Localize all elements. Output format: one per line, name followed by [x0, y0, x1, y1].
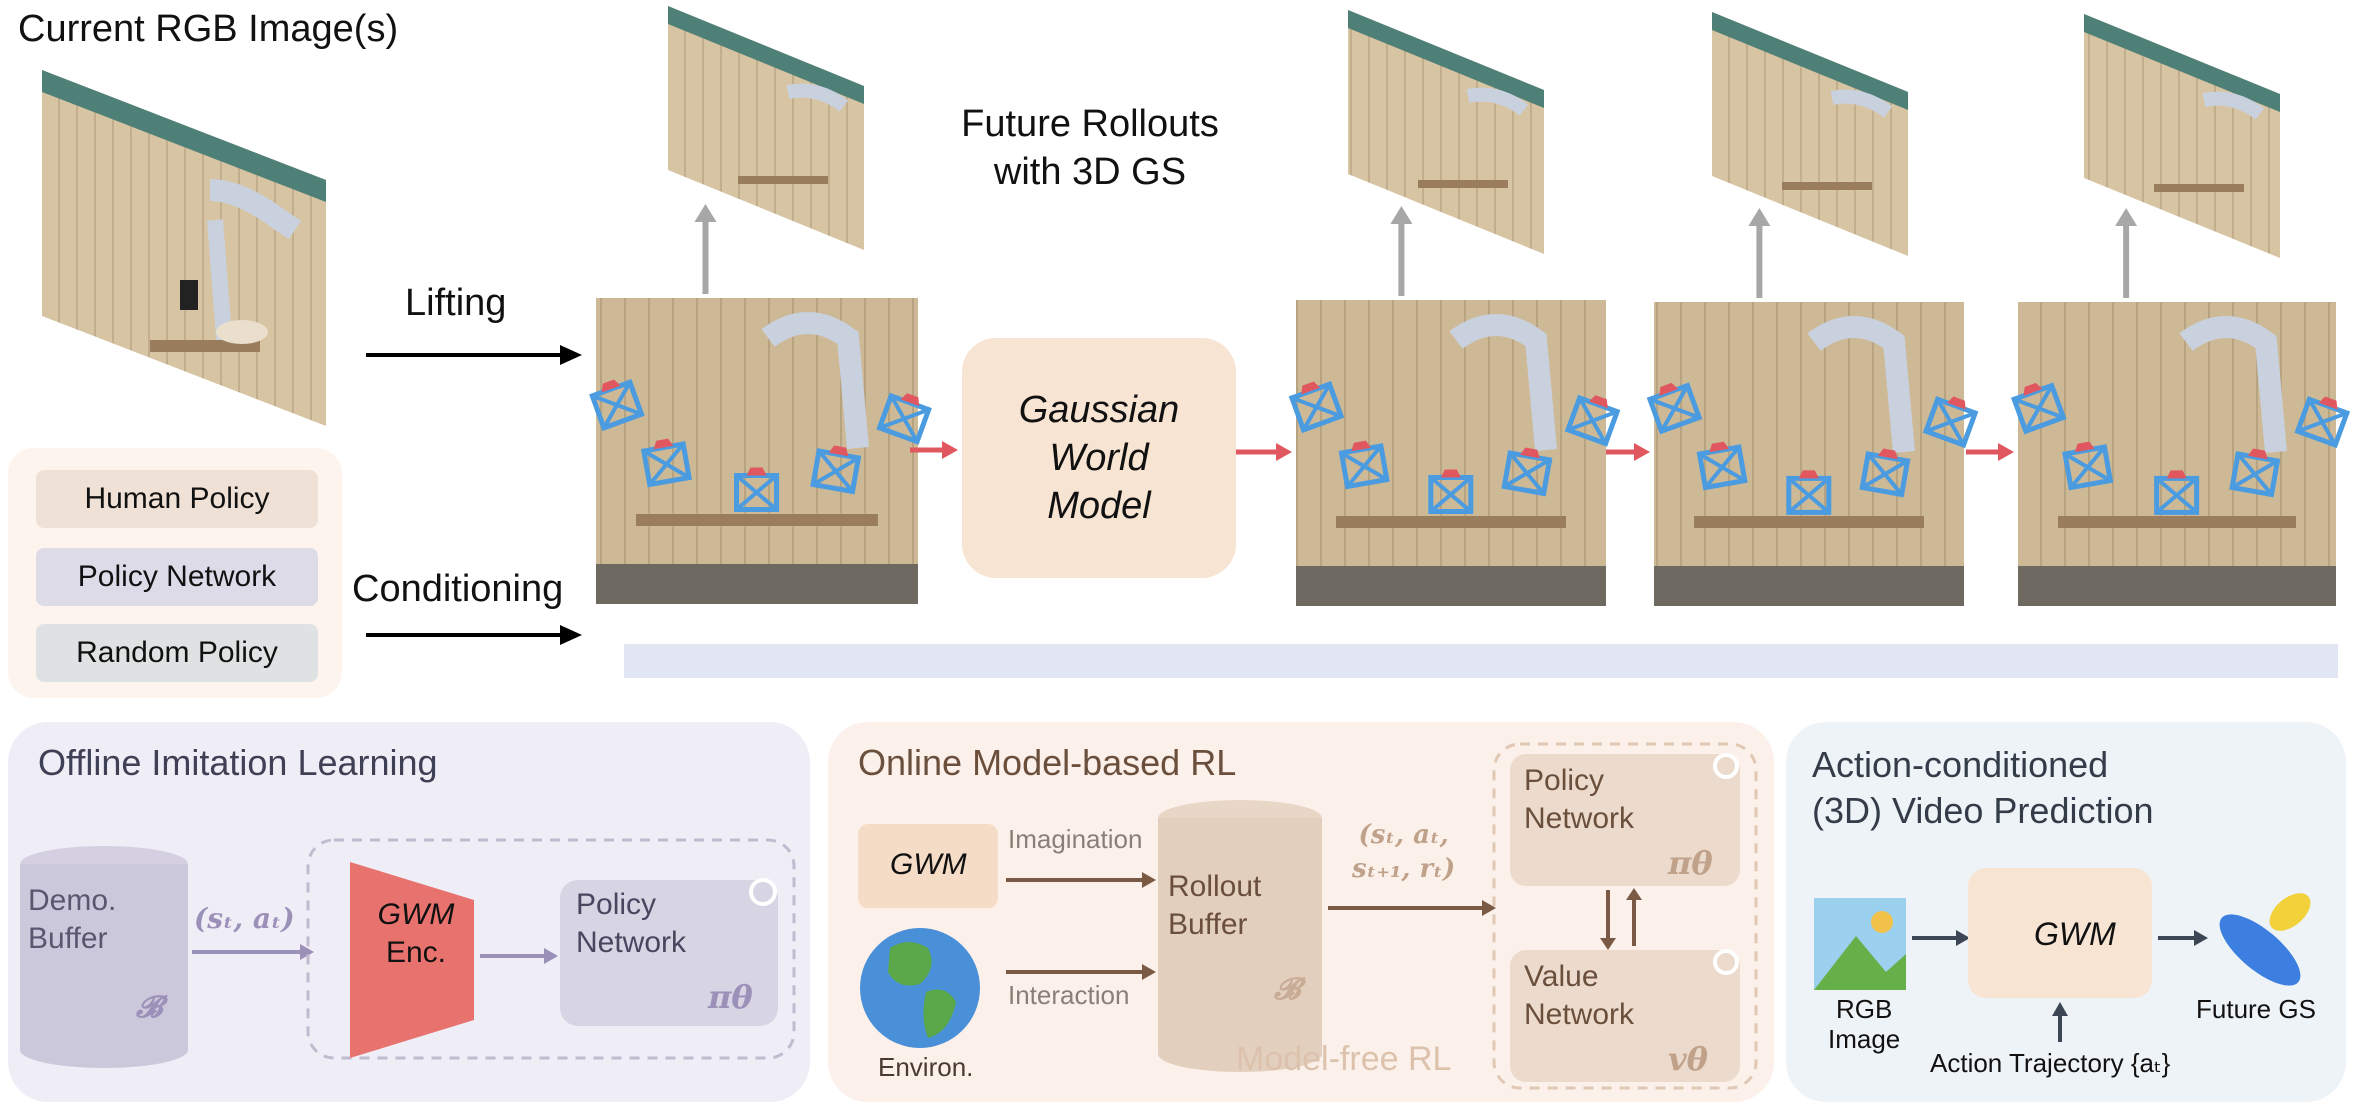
offline-policy-symbol: πθ	[708, 978, 753, 1016]
future-thumbnail-4	[2084, 14, 2280, 258]
lifting-arrow	[366, 345, 582, 365]
future-thumbnail-1	[668, 6, 864, 250]
value-network-label: Value Network	[1524, 960, 1635, 1031]
online-gwm-label: GWM	[890, 848, 967, 881]
panel-online-rl: Online Model-based RL GWM Imagination In…	[828, 722, 1774, 1102]
rollout-scene-1	[590, 204, 932, 604]
input-rgb-image	[42, 70, 326, 426]
video-gwm-label: GWM	[2034, 916, 2116, 952]
gaussian-world-model-box: Gaussian World Model	[962, 338, 1236, 578]
rollout-scene-3	[1647, 208, 1978, 606]
timeline-bar	[624, 644, 2338, 678]
rollout-buffer-symbol: 𝓑	[1274, 972, 1301, 1007]
model-free-label: Model-free RL	[1236, 1040, 1452, 1078]
rollout-buffer-label: Rollout Buffer	[1168, 870, 1262, 941]
value-network-symbol: vθ	[1668, 1040, 1708, 1078]
demo-buffer-label: Demo. Buffer	[28, 884, 117, 955]
conditioning-label: Conditioning	[352, 568, 564, 610]
legend-human-policy: Human Policy	[36, 470, 318, 528]
video-graphics	[1814, 868, 2311, 1042]
panel-video-title: Action-conditioned (3D) Video Prediction	[1812, 744, 2154, 831]
online-edge-label: (sₜ, aₜ, sₜ₊₁, rₜ)	[1352, 820, 1456, 884]
legend-policy-network: Policy Network	[36, 548, 318, 606]
rollout-scene-2	[1289, 206, 1620, 606]
environ-label: Environ.	[878, 1052, 974, 1082]
future-thumbnail-2	[1348, 10, 1544, 254]
panel-offline-title: Offline Imitation Learning	[38, 742, 438, 783]
panel-offline-imitation: Offline Imitation Learning Demo. Buffer …	[8, 722, 810, 1102]
rollout-scene-4	[2011, 208, 2349, 606]
future-rollouts-label: Future Rollouts with 3D GS	[961, 103, 1219, 193]
page-title: Current RGB Image(s)	[18, 8, 399, 50]
rollout-scenes	[0, 204, 2354, 606]
online-graphics	[858, 742, 1758, 1090]
panel-video-prediction: Action-conditioned (3D) Video Prediction…	[1786, 722, 2346, 1102]
panel-online-title: Online Model-based RL	[858, 742, 1237, 783]
online-policy-symbol: πθ	[1668, 844, 1713, 882]
future-thumbnails	[668, 6, 2280, 258]
action-trajectory-label: Action Trajectory {aₜ}	[1930, 1048, 2171, 1078]
online-policy-label: Policy Network	[1524, 764, 1635, 835]
interaction-label: Interaction	[1008, 980, 1130, 1010]
future-gs-label: Future GS	[2196, 994, 2316, 1024]
rgb-image-label: RGB Image	[1828, 994, 1901, 1054]
demo-buffer-symbol: 𝓑	[136, 990, 163, 1025]
legend-random-policy: Random Policy	[36, 624, 318, 682]
offline-policy-label: Policy Network	[576, 888, 687, 959]
gwm-encoder-label: GWM Enc.	[377, 898, 455, 969]
offline-graphics	[20, 838, 796, 1068]
conditioning-arrow	[366, 625, 582, 645]
offline-edge-label: (sₜ, aₜ)	[194, 902, 295, 935]
lifting-label: Lifting	[405, 282, 507, 324]
policy-legend: Human Policy Policy Network Random Polic…	[8, 448, 342, 698]
future-thumbnail-3	[1712, 12, 1908, 256]
imagination-label: Imagination	[1008, 824, 1143, 854]
